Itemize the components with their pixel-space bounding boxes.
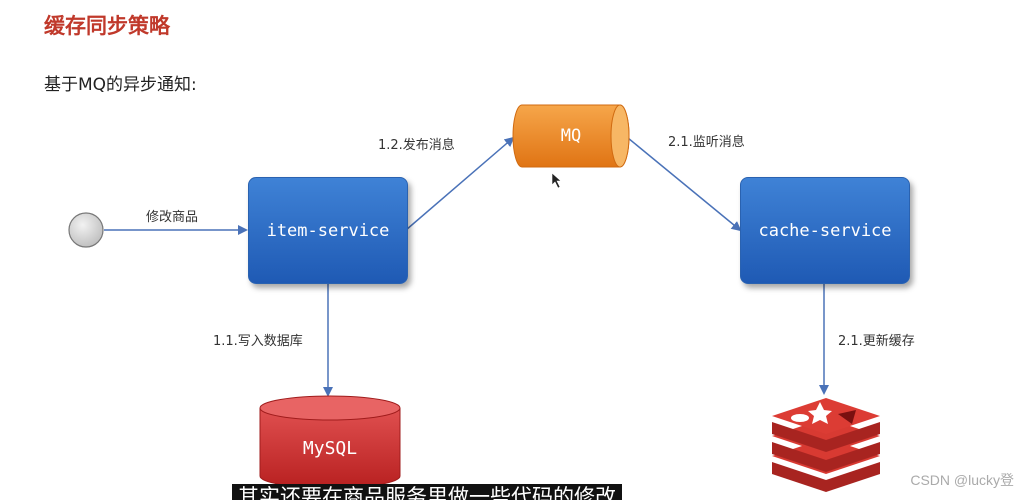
cache-service-node: cache-service xyxy=(740,177,910,284)
mysql-node-label: MySQL xyxy=(302,437,358,459)
edge-label-update-cache: 2.1.更新缓存 xyxy=(838,334,915,349)
edge-label-publish: 1.2.发布消息 xyxy=(378,138,455,153)
arrow-publish xyxy=(405,136,515,231)
edge-label-write-db: 1.1.写入数据库 xyxy=(213,334,303,349)
edge-label-modify: 修改商品 xyxy=(146,210,199,225)
mouse-cursor-icon xyxy=(551,172,562,189)
mq-node-shape xyxy=(512,104,630,168)
edge-label-listen: 2.1.监听消息 xyxy=(668,135,745,150)
item-service-node: item-service xyxy=(248,177,408,284)
mq-node-label: MQ xyxy=(560,126,582,146)
arrow-listen xyxy=(627,137,742,232)
video-caption: 其实还要在商品服务里做一些代码的修改 xyxy=(232,484,622,500)
watermark: CSDN @lucky登 xyxy=(910,472,1014,488)
subtitle: 基于MQ的异步通知: xyxy=(44,75,197,95)
page-title: 缓存同步策略 xyxy=(44,14,170,38)
mysql-node-shape xyxy=(259,395,401,489)
start-circle-icon xyxy=(68,212,104,248)
redis-icon xyxy=(772,398,880,492)
